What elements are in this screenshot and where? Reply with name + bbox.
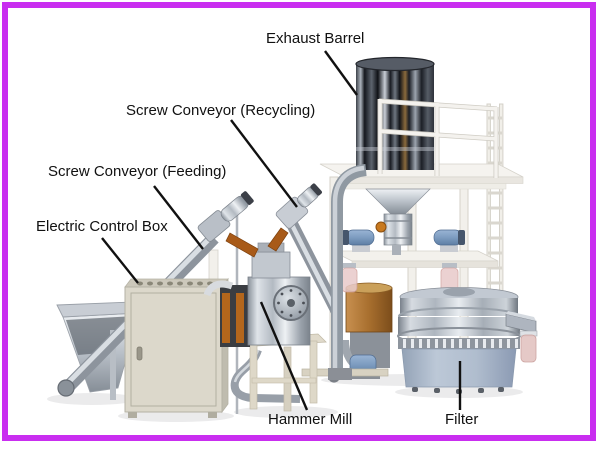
- screw-conveyor-recycling-leader-line: [230, 119, 298, 208]
- rotary-valve-motors: [342, 229, 465, 252]
- hammer-mill-leader-line: [259, 301, 309, 411]
- exhaust-down-pipe: [328, 164, 367, 380]
- electric-control-box-leader-line: [101, 237, 139, 284]
- screw-conveyor-recycling-label: Screw Conveyor (Recycling): [126, 102, 316, 119]
- hammer-mill-graphic: [203, 242, 327, 412]
- exhaust-barrel-graphic: [355, 56, 435, 255]
- screw-conveyor-recycling-graphic: [225, 183, 342, 316]
- electric-control-box-graphic: [124, 277, 229, 418]
- screw-conveyor-feeding-label: Screw Conveyor (Feeding): [48, 163, 227, 180]
- platform-railing: [377, 98, 499, 178]
- exhaust-barrel-leader-line: [324, 50, 358, 96]
- electric-control-box-label: Electric Control Box: [36, 218, 168, 235]
- filter-graphic: [397, 287, 538, 394]
- screw-conveyor-feeding-leader-line: [153, 185, 204, 250]
- hammer-mill-label: Hammer Mill: [268, 411, 353, 428]
- filter-label: Filter: [445, 411, 479, 428]
- leader-lines: [101, 50, 462, 411]
- cyclone-receiver: [345, 282, 393, 368]
- exhaust-barrel-label: Exhaust Barrel: [266, 30, 365, 47]
